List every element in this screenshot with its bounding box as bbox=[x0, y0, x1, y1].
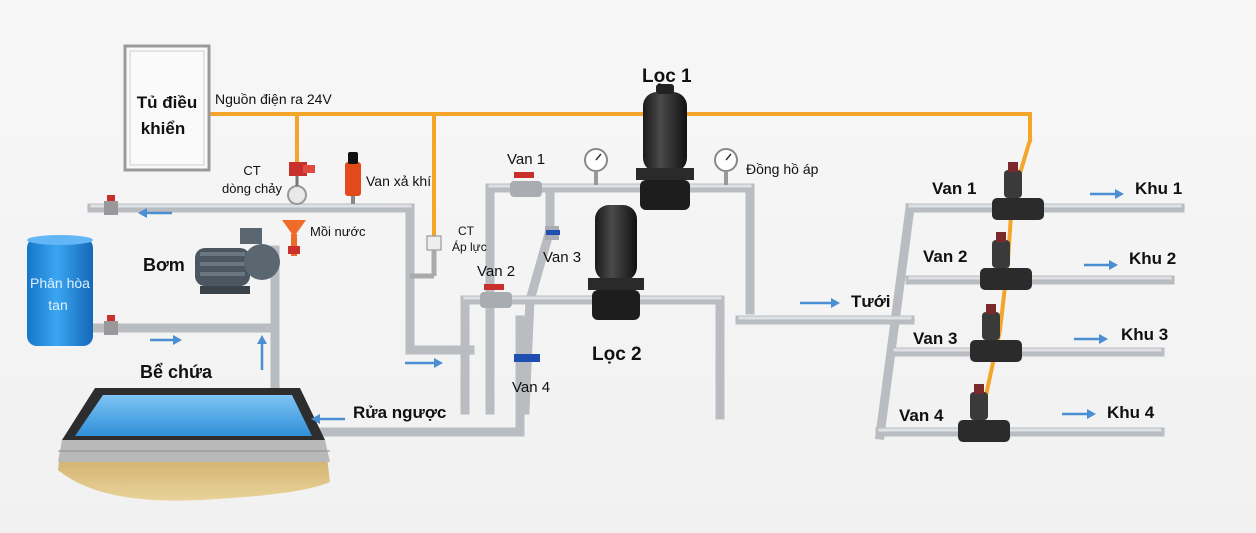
valve-1 bbox=[510, 172, 542, 197]
flow-sensor-label-1: CT bbox=[243, 163, 260, 178]
zone-valve-1 bbox=[992, 162, 1044, 220]
flow-arrows bbox=[138, 189, 1124, 424]
gauge-label: Đồng hồ áp bbox=[746, 161, 819, 177]
pressure-sensor bbox=[410, 235, 442, 279]
valve-2-label: Van 2 bbox=[477, 263, 515, 280]
tank-label-2: tan bbox=[48, 297, 67, 313]
pressure-sensor-label-1: CT bbox=[458, 224, 475, 238]
arrow-irrigate-right bbox=[800, 298, 840, 308]
irrigate-label: Tưới bbox=[851, 292, 891, 311]
zone-valve-3-label: Van 3 bbox=[913, 329, 957, 348]
reservoir-label: Bể chứa bbox=[140, 362, 213, 382]
zone-valve-1-label: Van 1 bbox=[932, 179, 976, 198]
flow-sensor bbox=[287, 162, 315, 205]
arrow-backwash-left bbox=[311, 414, 345, 424]
arrow-return-left bbox=[138, 208, 172, 218]
pressure-gauge-1 bbox=[584, 148, 608, 185]
priming-funnel bbox=[282, 220, 306, 256]
air-valve-label: Van xả khí bbox=[366, 173, 431, 189]
control-box-label-2: khiển bbox=[141, 119, 185, 138]
arrow-zone-3 bbox=[1074, 334, 1108, 344]
valve-4 bbox=[514, 354, 540, 362]
zone-valve-2 bbox=[980, 232, 1032, 290]
arrow-zone-1 bbox=[1090, 189, 1124, 199]
valve-1-label: Van 1 bbox=[507, 151, 545, 168]
zone-3-label: Khu 3 bbox=[1121, 325, 1168, 344]
pressure-sensor-label-2: Áp lực bbox=[452, 239, 487, 254]
priming-label: Mồi nước bbox=[310, 224, 366, 239]
control-box-label-1: Tủ điều bbox=[137, 93, 197, 112]
filter-1 bbox=[636, 84, 694, 210]
arrow-main-right bbox=[405, 358, 443, 368]
zone-valve-4-label: Van 4 bbox=[899, 406, 944, 425]
valve-3 bbox=[545, 226, 560, 240]
air-release-valve bbox=[345, 152, 361, 204]
power-out-label: Nguồn điện ra 24V bbox=[215, 91, 332, 107]
tank-valves bbox=[104, 195, 118, 335]
valve-3-label: Van 3 bbox=[543, 249, 581, 266]
zone-1-label: Khu 1 bbox=[1135, 179, 1182, 198]
valve-2 bbox=[480, 284, 512, 308]
zone-valve-4 bbox=[958, 384, 1010, 442]
backwash-label: Rửa ngược bbox=[353, 403, 446, 422]
pump-label: Bơm bbox=[143, 255, 185, 275]
fertilizer-tank: Phân hòa tan bbox=[27, 235, 93, 346]
pump bbox=[195, 228, 280, 294]
filter-2-label: Lọc 2 bbox=[592, 344, 642, 365]
zone-valve-3 bbox=[970, 304, 1022, 362]
arrow-tank-right bbox=[150, 335, 182, 345]
zone-valve-2-label: Van 2 bbox=[923, 247, 967, 266]
pipe-highlights bbox=[90, 184, 1182, 432]
tank-label-1: Phân hòa bbox=[30, 275, 90, 291]
filter-2 bbox=[588, 205, 644, 320]
zone-4-label: Khu 4 bbox=[1107, 403, 1155, 422]
reservoir bbox=[58, 388, 330, 501]
zone-2-label: Khu 2 bbox=[1129, 249, 1176, 268]
control-box: Tủ điều khiển bbox=[123, 44, 211, 172]
flow-sensor-label-2: dòng chảy bbox=[222, 181, 282, 196]
valve-4-label: Van 4 bbox=[512, 379, 550, 396]
arrow-zone-2 bbox=[1084, 260, 1118, 270]
filter-1-label: Lọc 1 bbox=[642, 66, 692, 87]
arrow-up bbox=[257, 335, 267, 370]
arrow-zone-4 bbox=[1062, 409, 1096, 419]
pressure-gauge-2 bbox=[714, 148, 738, 185]
